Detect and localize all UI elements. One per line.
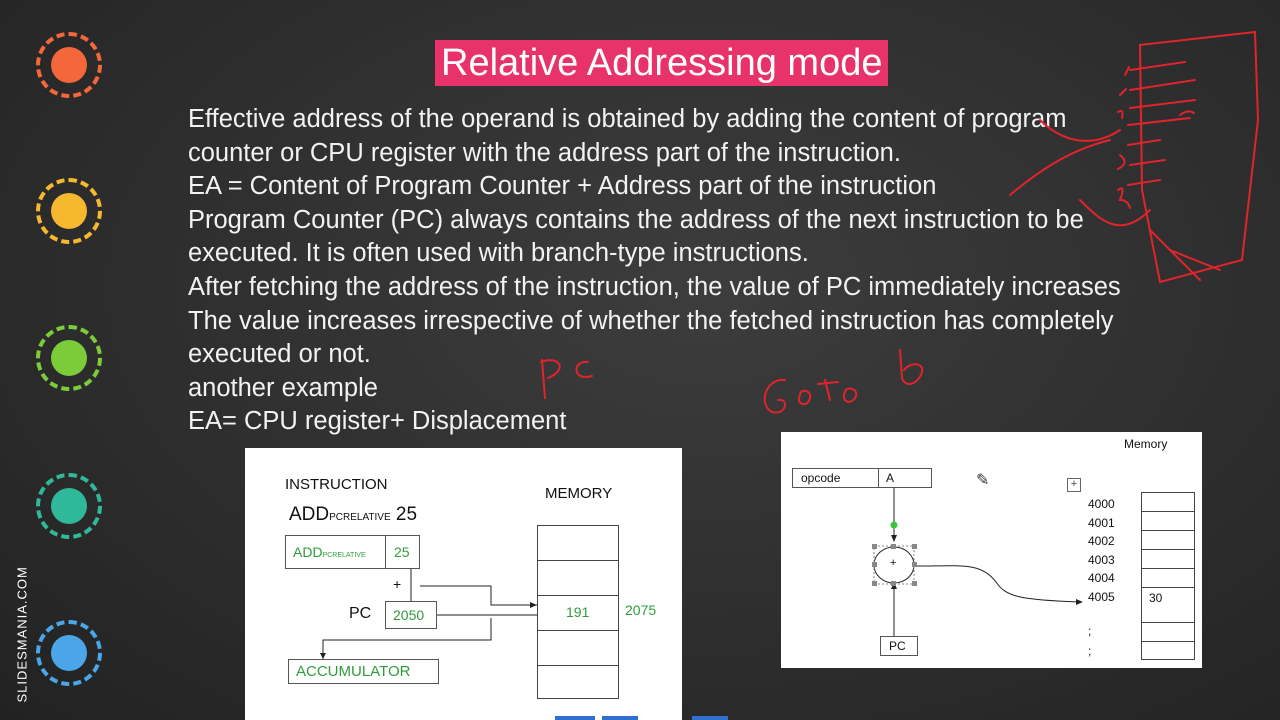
- body-line: another example: [188, 373, 378, 402]
- body-line: executed or not.: [188, 340, 371, 369]
- pc-label: PC: [349, 605, 372, 622]
- diagram2-shapes: [872, 488, 1083, 636]
- accumulator-box: ACCUMULATOR: [288, 659, 439, 684]
- memory-column: 191: [537, 525, 621, 699]
- address-label: ;: [1088, 624, 1092, 638]
- memory2-column: 30: [1141, 492, 1197, 660]
- diagram1-connectors: [320, 569, 537, 659]
- opcode-label: opcode: [801, 471, 841, 485]
- instruction-operand: 25: [395, 504, 418, 525]
- pc2-box: PC: [880, 636, 918, 656]
- address-label: 4003: [1088, 553, 1115, 567]
- instruction-operand-box: 25: [385, 535, 420, 569]
- address-label: 4000: [1088, 497, 1115, 511]
- blue-dot: [36, 620, 102, 686]
- memory-address: 2075: [625, 602, 657, 618]
- memory2-cell: [1141, 549, 1195, 569]
- memory2-cell: [1141, 568, 1195, 588]
- body-line: The value increases irrespective of whet…: [188, 306, 1114, 335]
- body-line: EA= CPU register+ Displacement: [188, 407, 567, 436]
- slide-title: Relative Addressing mode: [435, 40, 889, 86]
- memory2-label: Memory: [1124, 437, 1168, 451]
- slide-body: Effective address of the operand is obta…: [188, 103, 1248, 439]
- plus-sign: +: [393, 576, 402, 592]
- pc2-label: PC: [889, 639, 906, 653]
- adder-plus: +: [890, 557, 897, 569]
- address-label: 4004: [1088, 571, 1115, 585]
- address-label: 4005: [1088, 590, 1115, 604]
- accumulator-label: ACCUMULATOR: [296, 663, 411, 680]
- video-progress-bar: [692, 716, 728, 720]
- operand-label: A: [886, 471, 895, 485]
- box-op: ADD: [293, 544, 323, 560]
- memory-cell: [537, 665, 619, 699]
- box-op-sub: PCRELATIVE: [322, 552, 366, 559]
- move-handle-icon: +: [1067, 478, 1081, 492]
- pencil-icon: ✎: [976, 472, 990, 489]
- operand-box: A: [878, 468, 932, 488]
- memory2-cell: [1141, 622, 1195, 642]
- address-label: 4001: [1088, 516, 1115, 530]
- body-line: Program Counter (PC) always contains the…: [188, 205, 1084, 234]
- pc-value: 2050: [393, 607, 425, 623]
- orange-dot: [36, 32, 102, 98]
- body-line: EA = Content of Program Counter + Addres…: [188, 172, 937, 201]
- memory-value: 191: [566, 604, 590, 620]
- instruction-op-box: ADDPCRELATIVE: [285, 535, 386, 569]
- teal-dot: [36, 473, 102, 539]
- opcode-memory-diagram: Memory opcode A ✎ + + PC 4000 4001 4002: [781, 432, 1202, 668]
- memory-label: MEMORY: [545, 485, 613, 502]
- memory2-cell: [1141, 530, 1195, 550]
- pc-relative-diagram: INSTRUCTION ADDPCRELATIVE 25 ADDPCRELATI…: [245, 448, 682, 720]
- pc-value-box: 2050: [385, 601, 437, 629]
- instruction-op-sub: PCRELATIVE: [329, 512, 391, 523]
- memory2-cell: [1141, 641, 1195, 660]
- video-progress-bar: [555, 716, 595, 720]
- body-line: After fetching the address of the instru…: [188, 272, 1121, 301]
- body-line: executed. It is often used with branch-t…: [188, 239, 809, 268]
- memory-cell: [537, 525, 619, 561]
- body-line: Effective address of the operand is obta…: [188, 105, 1067, 133]
- body-line: counter or CPU register with the address…: [188, 138, 901, 167]
- memory2-cell: [1141, 511, 1195, 531]
- box-operand: 25: [394, 544, 410, 560]
- instruction-example: ADDPCRELATIVE 25: [289, 504, 417, 526]
- memory2-value: 30: [1149, 591, 1163, 605]
- memory2-cell: 30: [1141, 587, 1195, 623]
- green-dot: [36, 325, 102, 391]
- address-label: 4002: [1088, 534, 1115, 548]
- memory2-cell: [1141, 492, 1195, 512]
- yellow-dot: [36, 178, 102, 244]
- instruction-op: ADD: [289, 504, 330, 525]
- instruction-heading: INSTRUCTION: [285, 476, 388, 493]
- address-label: ;: [1088, 644, 1092, 658]
- video-progress-bar: [602, 716, 638, 720]
